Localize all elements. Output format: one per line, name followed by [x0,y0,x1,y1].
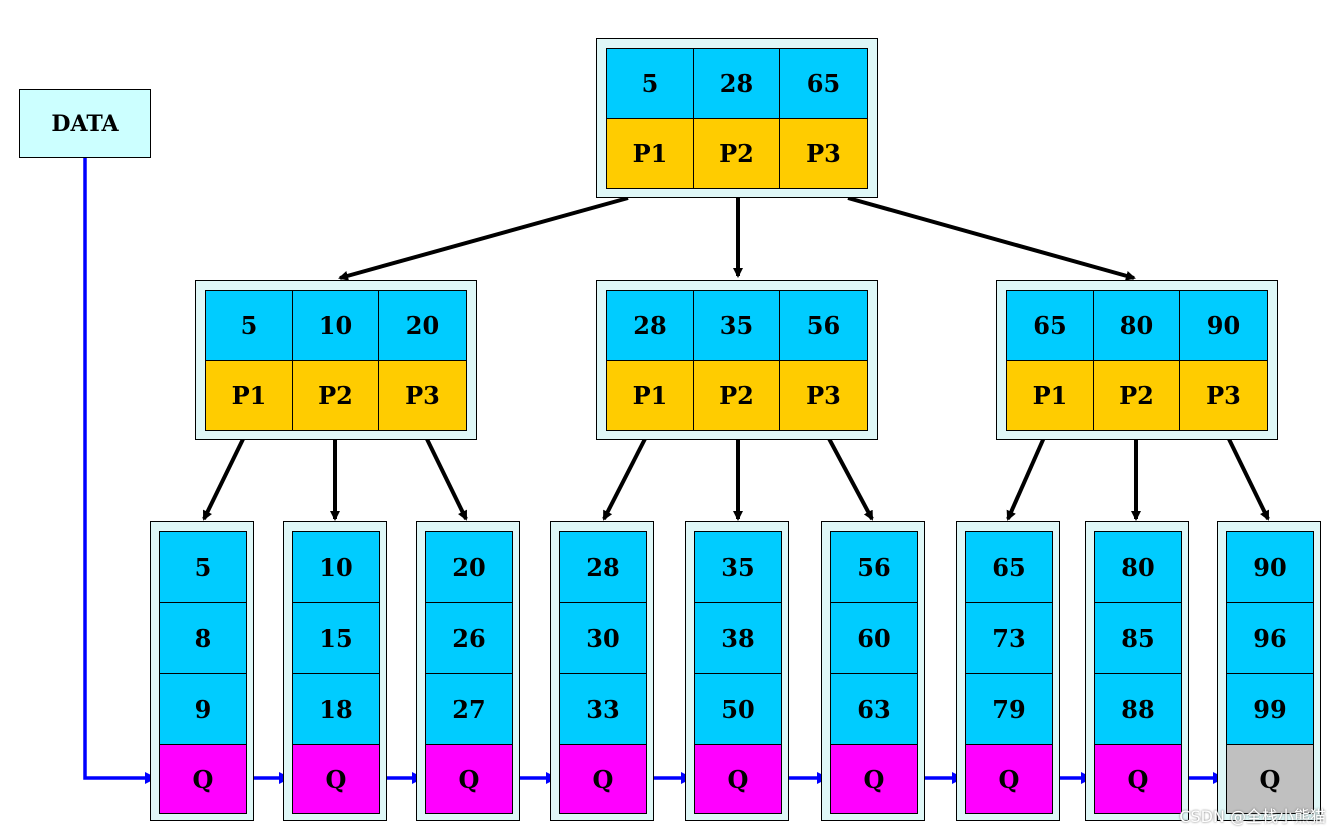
leaf-8-key-2: 85 [1094,602,1182,674]
leaf-6-key-2: 60 [830,602,918,674]
internal-1-key-3: 20 [378,290,467,361]
leaf-6-key-1: 56 [830,531,918,603]
root-to-internal-3-arrow [847,196,1136,281]
leaf-3-key-2: 26 [425,602,513,674]
root-node: 5 28 65 P1 P2 P3 [596,38,878,198]
internal-1-pointer-2: P2 [292,360,379,431]
internal-2-pointer-2: P2 [693,360,780,431]
root-key-3: 65 [779,48,868,119]
internal-3-pointer-1: P1 [1006,360,1094,431]
leaf-node-8: 80 85 88 Q [1085,521,1189,821]
leaf-node-6: 56 60 63 Q [821,521,925,821]
root-to-internal-1-arrow [338,196,629,281]
leaf-node-1: 5 8 9 Q [150,521,254,821]
leaf-5-key-2: 38 [694,602,782,674]
leaf-2-next-pointer: Q [292,744,380,814]
leaf-5-key-1: 35 [694,531,782,603]
leaf-node-4: 28 30 33 Q [550,521,654,821]
leaf-1-next-pointer: Q [159,744,247,814]
internal-1-pointer-3: P3 [378,360,467,431]
internal-1-pointer-1: P1 [205,360,293,431]
leaf-3-key-1: 20 [425,531,513,603]
internal-to-leaf-6-arrow [824,432,874,521]
leaf-node-7: 65 73 79 Q [956,521,1060,821]
leaf-6-key-3: 63 [830,673,918,745]
data-to-leaf-1-arrow [83,158,157,784]
internal-2-pointer-1: P1 [606,360,694,431]
leaf-7-key-1: 65 [965,531,1053,603]
internal-to-leaf-9-arrow [1224,432,1270,521]
leaf-3-key-3: 27 [425,673,513,745]
watermark: CSDN @全栈小熊猫 [1179,807,1326,826]
leaf-7-key-2: 73 [965,602,1053,674]
leaf-8-key-3: 88 [1094,673,1182,745]
leaf-2-key-3: 18 [292,673,380,745]
leaf-4-next-pointer: Q [559,744,647,814]
leaf-9-next-pointer: Q [1226,744,1314,814]
leaf-9-key-1: 90 [1226,531,1314,603]
leaf-7-key-3: 79 [965,673,1053,745]
leaf-5-next-pointer: Q [694,744,782,814]
internal-2-pointer-3: P3 [779,360,868,431]
internal-2-key-3: 56 [779,290,868,361]
internal-to-leaf-7-arrow [1006,432,1048,521]
leaf-9-key-3: 99 [1226,673,1314,745]
leaf-8-next-pointer: Q [1094,744,1182,814]
internal-3-key-1: 65 [1006,290,1094,361]
data-box: DATA [19,89,151,158]
internal-1-key-1: 5 [205,290,293,361]
leaf-node-5: 35 38 50 Q [685,521,789,821]
internal-1-key-2: 10 [292,290,379,361]
internal-2-key-2: 35 [693,290,780,361]
root-key-2: 28 [693,48,780,119]
internal-3-pointer-2: P2 [1093,360,1180,431]
internal-node-2: 28 35 56 P1 P2 P3 [596,280,878,440]
leaf-9-key-2: 96 [1226,602,1314,674]
internal-2-key-1: 28 [606,290,694,361]
leaf-3-next-pointer: Q [425,744,513,814]
internal-to-leaf-4-arrow [602,432,650,521]
leaf-1-key-2: 8 [159,602,247,674]
internal-to-leaf-3-arrow [422,432,468,521]
internal-3-pointer-3: P3 [1179,360,1268,431]
leaf-4-key-3: 33 [559,673,647,745]
leaf-7-next-pointer: Q [965,744,1053,814]
internal-3-key-3: 90 [1179,290,1268,361]
root-pointer-3: P3 [779,118,868,189]
internal-node-1: 5 10 20 P1 P2 P3 [195,280,477,440]
leaf-node-2: 10 15 18 Q [283,521,387,821]
leaf-8-key-1: 80 [1094,531,1182,603]
data-label: DATA [51,110,119,137]
internal-to-leaf-1-arrow [202,432,248,521]
root-pointer-2: P2 [693,118,780,189]
leaf-node-9: 90 96 99 Q [1217,521,1321,821]
leaf-6-next-pointer: Q [830,744,918,814]
leaf-1-key-1: 5 [159,531,247,603]
root-key-1: 5 [606,48,694,119]
internal-3-key-2: 80 [1093,290,1180,361]
leaf-5-key-3: 50 [694,673,782,745]
leaf-4-key-1: 28 [559,531,647,603]
leaf-1-key-3: 9 [159,673,247,745]
root-pointer-1: P1 [606,118,694,189]
internal-node-3: 65 80 90 P1 P2 P3 [996,280,1278,440]
leaf-2-key-2: 15 [292,602,380,674]
leaf-2-key-1: 10 [292,531,380,603]
leaf-node-3: 20 26 27 Q [416,521,520,821]
leaf-4-key-2: 30 [559,602,647,674]
